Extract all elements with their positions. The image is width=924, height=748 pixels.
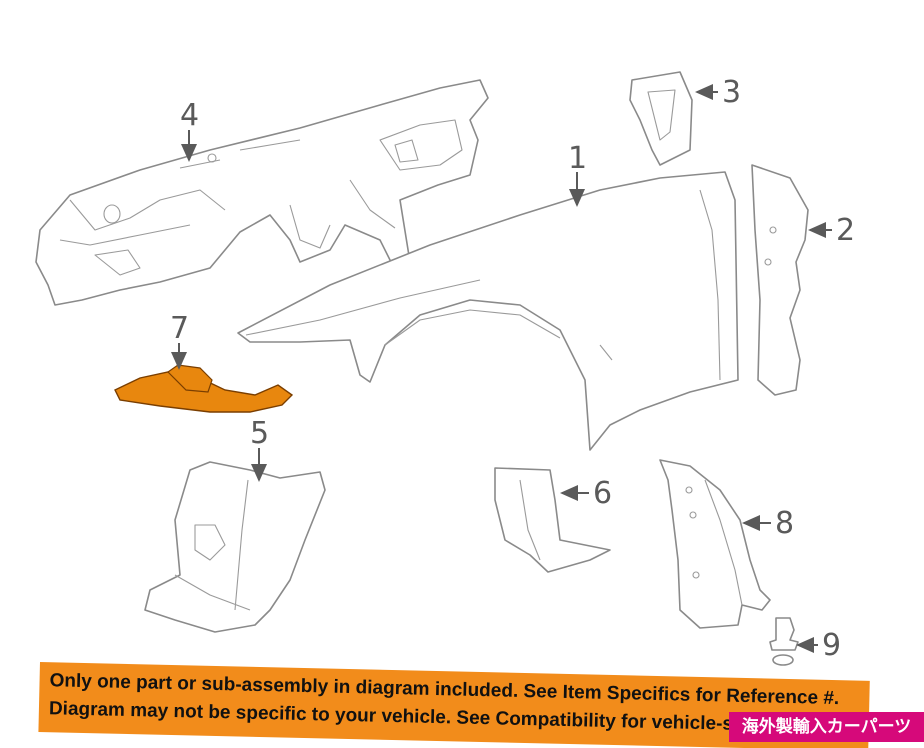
callout-1: 1: [568, 141, 587, 207]
callout-label-4: 4: [180, 98, 199, 133]
callout-5: 5: [250, 416, 269, 482]
callout-9: 9: [796, 628, 841, 663]
callout-label-1: 1: [568, 141, 587, 176]
part-4-apron-assembly: [35, 79, 489, 306]
callout-label-9: 9: [822, 628, 841, 663]
seller-badge: 海外製輸入カーパーツ: [729, 712, 924, 742]
callout-label-6: 6: [593, 476, 612, 511]
callout-4: 4: [180, 98, 199, 162]
callout-label-7: 7: [170, 311, 189, 346]
part-1-fender: [237, 171, 739, 451]
part-8-mud-flap: [659, 459, 771, 629]
callout-label-3: 3: [722, 75, 741, 110]
callout-6: 6: [560, 476, 612, 511]
part-3-bracket: [629, 71, 693, 166]
part-7-splash-shield-highlighted: [114, 364, 294, 413]
part-9-push-pin: [769, 617, 799, 666]
callout-label-2: 2: [836, 213, 855, 248]
callout-label-8: 8: [775, 506, 794, 541]
callout-3: 3: [695, 75, 741, 110]
part-6-rear-liner: [494, 467, 611, 573]
callout-2: 2: [808, 213, 855, 248]
callout-8: 8: [742, 506, 794, 541]
callout-7: 7: [170, 311, 189, 370]
part-5-wheelhouse-liner: [144, 461, 326, 633]
callout-label-5: 5: [250, 416, 269, 451]
part-2-rear-panel: [751, 164, 809, 396]
